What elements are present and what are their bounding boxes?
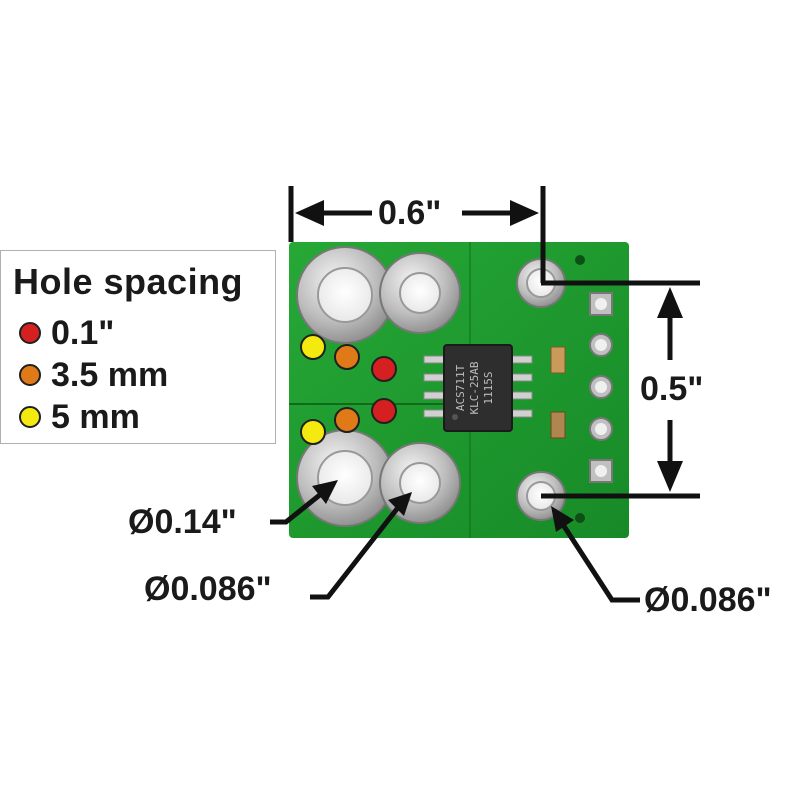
header-pins [589, 292, 613, 483]
height-dimension [541, 280, 700, 499]
smd-capacitor [550, 346, 566, 374]
width-dimension [288, 186, 546, 283]
legend-item-1: 3.5 mm [19, 355, 168, 395]
spacing-dot-yellow-top [300, 334, 326, 360]
ic-marking-line3: 1115S [482, 371, 495, 404]
legend-dot-yellow [19, 406, 41, 428]
leader-small-hole [310, 492, 412, 600]
leader-mount-hole [551, 506, 640, 603]
smd-resistor [550, 411, 566, 439]
ic-pin1-marker [452, 414, 458, 420]
large-hole-diameter-label: Ø0.14" [128, 503, 237, 541]
small-hole-diameter-label: Ø0.086" [144, 570, 272, 608]
spacing-dot-red-top [371, 356, 397, 382]
height-dimension-label: 0.5" [636, 372, 708, 406]
legend-item-label: 3.5 mm [51, 355, 169, 394]
legend-dot-orange [19, 364, 41, 386]
legend-title: Hole spacing [13, 261, 244, 302]
spacing-dot-orange-top [334, 344, 360, 370]
ic-marking-line1: ACS711T [454, 364, 467, 411]
via-top [575, 255, 585, 265]
spacing-dot-yellow-bottom [300, 419, 326, 445]
spacing-dot-red-bottom [371, 398, 397, 424]
large-hole-top [317, 267, 373, 323]
ic-chip [443, 344, 513, 432]
via-bottom [575, 513, 585, 523]
small-hole-top [399, 272, 441, 314]
width-dimension-label: 0.6" [374, 196, 446, 230]
ic-marking-line2: KLC-25AB [468, 361, 481, 414]
legend-item-2: 5 mm [19, 397, 140, 437]
spacing-dot-orange-bottom [334, 407, 360, 433]
legend-item-label: 0.1" [51, 313, 115, 352]
legend-item-label: 5 mm [51, 397, 140, 436]
leader-large-hole [270, 480, 338, 525]
hole-spacing-legend: Hole spacing 0.1" 3.5 mm 5 mm [0, 250, 276, 444]
ic-pins [423, 355, 533, 418]
legend-item-0: 0.1" [19, 313, 114, 353]
mount-hole-diameter-label: Ø0.086" [644, 581, 772, 619]
legend-dot-red [19, 322, 41, 344]
